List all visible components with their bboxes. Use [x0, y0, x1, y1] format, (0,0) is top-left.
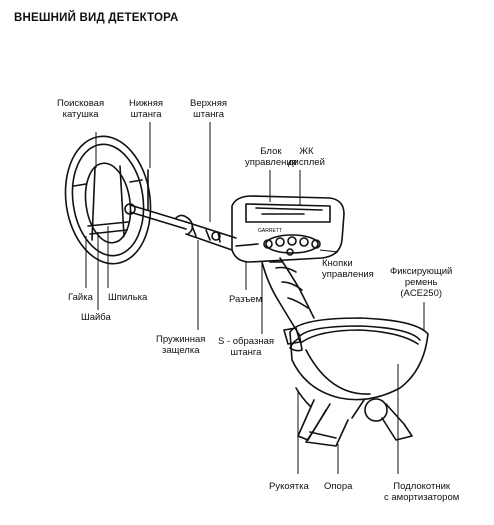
stand-drawing: [297, 398, 413, 447]
label-handle: Рукоятка: [269, 481, 309, 492]
upper-shaft-drawing: [185, 221, 237, 251]
label-washer: Шайба: [81, 312, 111, 323]
label-pin: Шпилька: [108, 292, 148, 303]
label-nut: Гайка: [68, 292, 93, 303]
page-title: ВНЕШНИЙ ВИД ДЕТЕКТОРА: [14, 12, 179, 24]
label-strap: Фиксирующий ремень (ACE250): [390, 266, 453, 299]
leader-lines: [85, 122, 425, 474]
label-search-coil: Поисковая катушка: [57, 98, 105, 120]
label-connector: Разъем: [229, 294, 263, 305]
s-shaft-drawing: [261, 257, 315, 337]
control-box-drawing: [231, 195, 345, 263]
brand-mark: GARRETT: [258, 228, 282, 234]
label-armrest: Подлокотник с амортизатором: [384, 481, 460, 503]
label-s-shaft: S - образная штанга: [218, 336, 274, 358]
label-lower-shaft: Нижняя штанга: [129, 98, 164, 120]
label-control-buttons: Кнопки управления: [322, 258, 374, 280]
label-stand: Опора: [324, 481, 353, 492]
leader-buttons: [319, 249, 339, 253]
label-upper-shaft: Верхняя штанга: [190, 98, 228, 120]
label-lcd: ЖК дисплей: [288, 146, 325, 168]
armrest-drawing: [283, 317, 429, 407]
label-control-box: Блок управления: [245, 146, 297, 168]
lower-shaft-drawing: [124, 169, 194, 235]
search-coil-drawing: [64, 135, 152, 265]
label-spring-latch: Пружинная защелка: [156, 334, 206, 356]
